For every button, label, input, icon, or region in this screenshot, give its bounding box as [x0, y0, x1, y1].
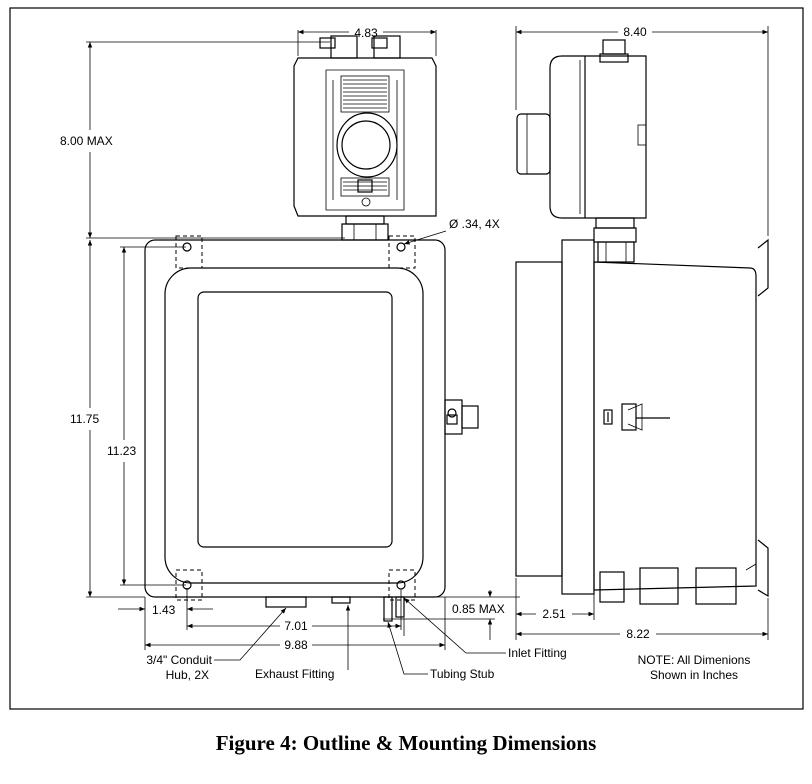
drawing-frame [9, 7, 804, 710]
front-dim-labels: 4.83 8.00 MAX 11.75 11.23 Ø .34, 4X 1.43… [60, 26, 567, 682]
dim-hole-spacing-vertical: 11.23 [107, 444, 136, 458]
dim-depth-small: 2.51 [542, 607, 566, 621]
dim-height-max: 8.00 MAX [60, 134, 113, 148]
note-line1: NOTE: All Dimenions [638, 653, 751, 667]
side-dimensions [515, 26, 769, 640]
dim-edge-offset: 1.43 [152, 603, 176, 617]
callout-tubing: Tubing Stub [430, 667, 495, 681]
side-enclosure [515, 238, 769, 605]
dim-side-width: 8.40 [623, 25, 647, 39]
dim-depth-overall: 8.22 [626, 627, 650, 641]
dim-hole-diameter: Ø .34, 4X [449, 217, 500, 231]
callout-inlet: Inlet Fitting [508, 646, 567, 660]
callout-conduit-line1: 3/4" Conduit [146, 653, 212, 667]
dim-hole-spacing-horizontal: 7.01 [284, 619, 308, 633]
dim-top-width: 4.83 [354, 26, 378, 40]
dim-overall-width: 9.88 [284, 638, 308, 652]
side-dim-labels: 8.40 2.51 8.22 NOTE: All Dimenions Shown… [542, 25, 750, 682]
dim-inlet-max: 0.85 MAX [452, 602, 505, 616]
front-view: 4.83 8.00 MAX 11.75 11.23 Ø .34, 4X 1.43… [60, 26, 567, 682]
callout-conduit-line2: Hub, 2X [166, 668, 209, 682]
note-line2: Shown in Inches [650, 668, 738, 682]
figure-caption: Figure 4: Outline & Mounting Dimensions [215, 731, 597, 755]
side-top-module [516, 39, 647, 263]
dim-overall-height: 11.75 [70, 412, 99, 426]
top-module [293, 35, 437, 241]
main-enclosure [144, 235, 479, 622]
front-dimensions [86, 29, 520, 675]
side-view: 8.40 2.51 8.22 NOTE: All Dimenions Shown… [515, 25, 769, 682]
callout-exhaust: Exhaust Fitting [255, 667, 334, 681]
